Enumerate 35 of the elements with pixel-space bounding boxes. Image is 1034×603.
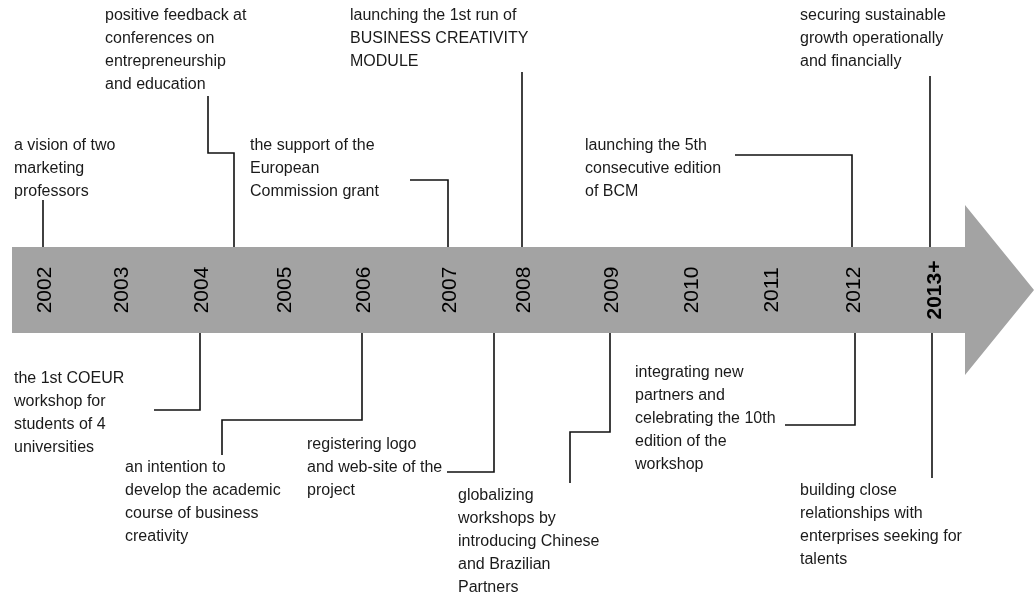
event-description: integrating new partners and celebrating the 10th edition of the workshop [635, 360, 785, 475]
event-description: launching the 1st run of BUSINESS CREATIVITY MODULE [350, 3, 530, 72]
leader-line [521, 71, 523, 248]
year-label: 2005 [272, 266, 294, 314]
leader-line [446, 332, 495, 473]
year-label: 2008 [511, 266, 533, 314]
year-label: 2006 [351, 266, 373, 314]
event-description: securing sustainable growth operationally and financially [800, 3, 970, 72]
leader-line [784, 332, 856, 426]
event-description: the support of the European Commission grant [250, 133, 410, 202]
year-label: 2011 [759, 267, 781, 313]
year-label: 2002 [32, 266, 54, 314]
year-label: 2013+ [922, 260, 944, 320]
event-description: an intention to develop the academic course of business creativity [125, 455, 285, 547]
year-label: 2009 [599, 266, 621, 314]
year-label: 2004 [189, 266, 211, 314]
year-label: 2003 [109, 266, 131, 314]
event-description: positive feedback at conferences on entrepreneurship and education [105, 3, 255, 95]
event-description: launching the 5th consecutive edition of BCM [585, 133, 735, 202]
year-label: 2012 [841, 266, 863, 314]
leader-line [569, 332, 611, 484]
year-label: 2007 [437, 266, 459, 314]
event-description: building close relationships with enterprises seeking for talents [800, 478, 965, 570]
leader-line [42, 199, 44, 248]
leader-line [929, 75, 931, 248]
event-description: globalizing workshops by introducing Chinese and Brazilian Partners [458, 483, 608, 598]
event-description: a vision of two marketing professors [14, 133, 149, 202]
leader-line [153, 332, 201, 411]
year-label: 2010 [679, 266, 701, 314]
leader-line [734, 154, 853, 248]
leader-line [409, 179, 449, 248]
leader-line [207, 95, 235, 248]
leader-line [931, 332, 933, 479]
leader-line [221, 332, 363, 456]
event-description: registering logo and web-site of the project [307, 432, 447, 501]
